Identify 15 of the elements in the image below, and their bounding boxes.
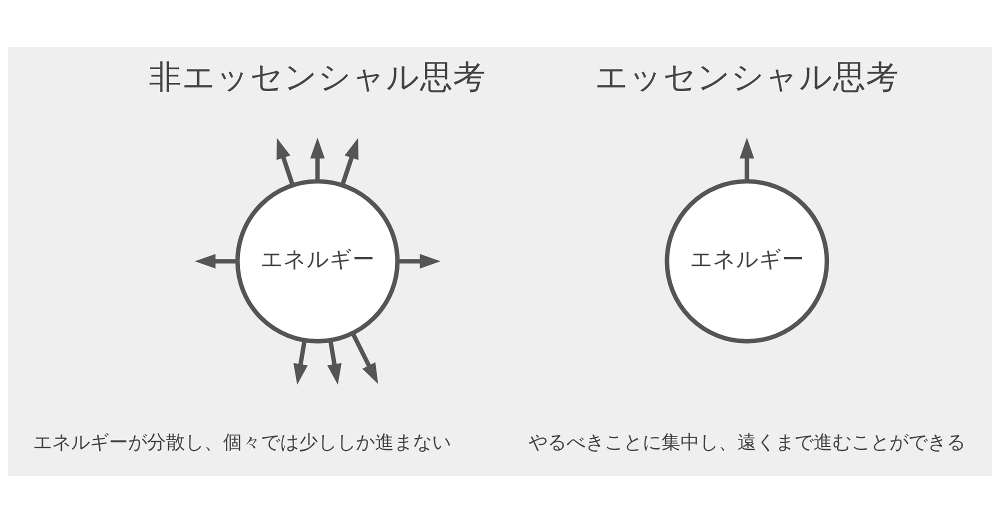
label: 非エッセンシャル思考 [149,58,486,96]
arrow [397,254,441,269]
arrow [310,138,325,182]
arrow [340,138,358,186]
arrow [327,340,342,385]
arrow [740,138,754,182]
arrow [194,254,238,269]
arrow [293,340,308,385]
node-circle: エネルギー [235,179,400,344]
arrow [276,138,295,186]
label: エネルギーが分散し、個々では少ししか進まない [32,430,451,454]
label: やるべきことに集中し、遠くまで進むことができる [528,430,966,454]
node-circle: エネルギー [664,179,830,344]
arrow [350,332,378,384]
label: エッセンシャル思考 [594,58,899,96]
